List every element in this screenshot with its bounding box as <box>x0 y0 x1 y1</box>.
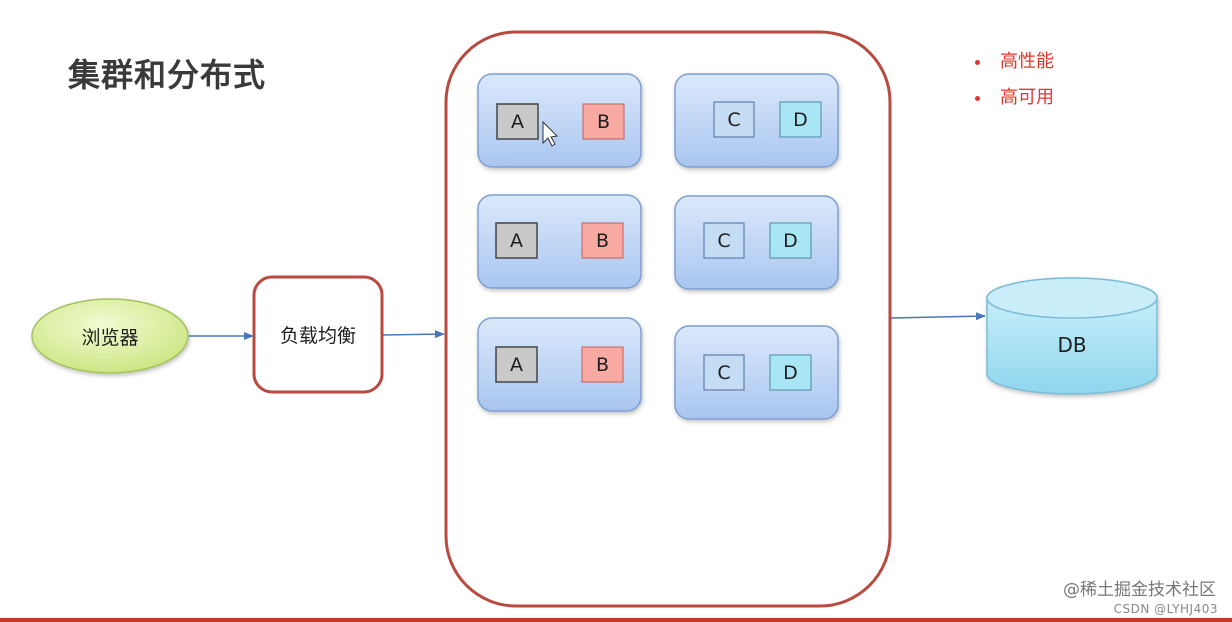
service-box-d <box>769 354 812 391</box>
credit-text: CSDN @LYHJ403 <box>1113 602 1218 616</box>
service-box-c <box>713 101 755 138</box>
server-node <box>477 73 642 168</box>
service-box-b <box>582 103 625 140</box>
feature-item: 高可用 <box>975 80 1054 116</box>
bullet-icon <box>975 59 980 65</box>
db-cylinder-body <box>986 297 1158 395</box>
browser-node <box>31 298 189 374</box>
cluster-frame <box>444 30 892 608</box>
server-node <box>674 73 839 168</box>
watermark-text: @稀土掘金技术社区 <box>1063 580 1216 600</box>
page-title: 集群和分布式 <box>68 56 267 94</box>
db-cylinder-top <box>986 277 1158 319</box>
service-box-a <box>495 222 538 259</box>
service-box-d <box>769 222 812 259</box>
server-row-1 <box>477 73 839 168</box>
feature-label: 高性能 <box>1000 51 1054 72</box>
server-node <box>477 317 642 412</box>
service-box-c <box>703 354 745 391</box>
arrow-cluster-to-db <box>890 312 986 321</box>
server-node <box>477 194 642 289</box>
service-box-b <box>581 346 624 383</box>
server-row-2 <box>477 194 839 290</box>
feature-item: 高性能 <box>975 44 1054 80</box>
cursor-icon <box>542 120 559 147</box>
service-box-a <box>495 346 538 383</box>
server-node <box>674 325 839 420</box>
service-box-b <box>581 222 624 259</box>
bullet-icon <box>975 95 980 101</box>
arrow-lb-to-cluster <box>382 330 445 339</box>
service-box-a <box>496 103 539 140</box>
server-row-3 <box>477 317 839 420</box>
db-node <box>986 277 1158 395</box>
bottom-divider <box>0 618 1232 622</box>
service-box-c <box>703 222 745 259</box>
server-node <box>674 195 839 290</box>
feature-list: 高性能 高可用 <box>975 44 1054 116</box>
feature-label: 高可用 <box>1000 87 1054 108</box>
load-balancer-node <box>252 275 384 394</box>
service-box-d <box>779 101 822 138</box>
